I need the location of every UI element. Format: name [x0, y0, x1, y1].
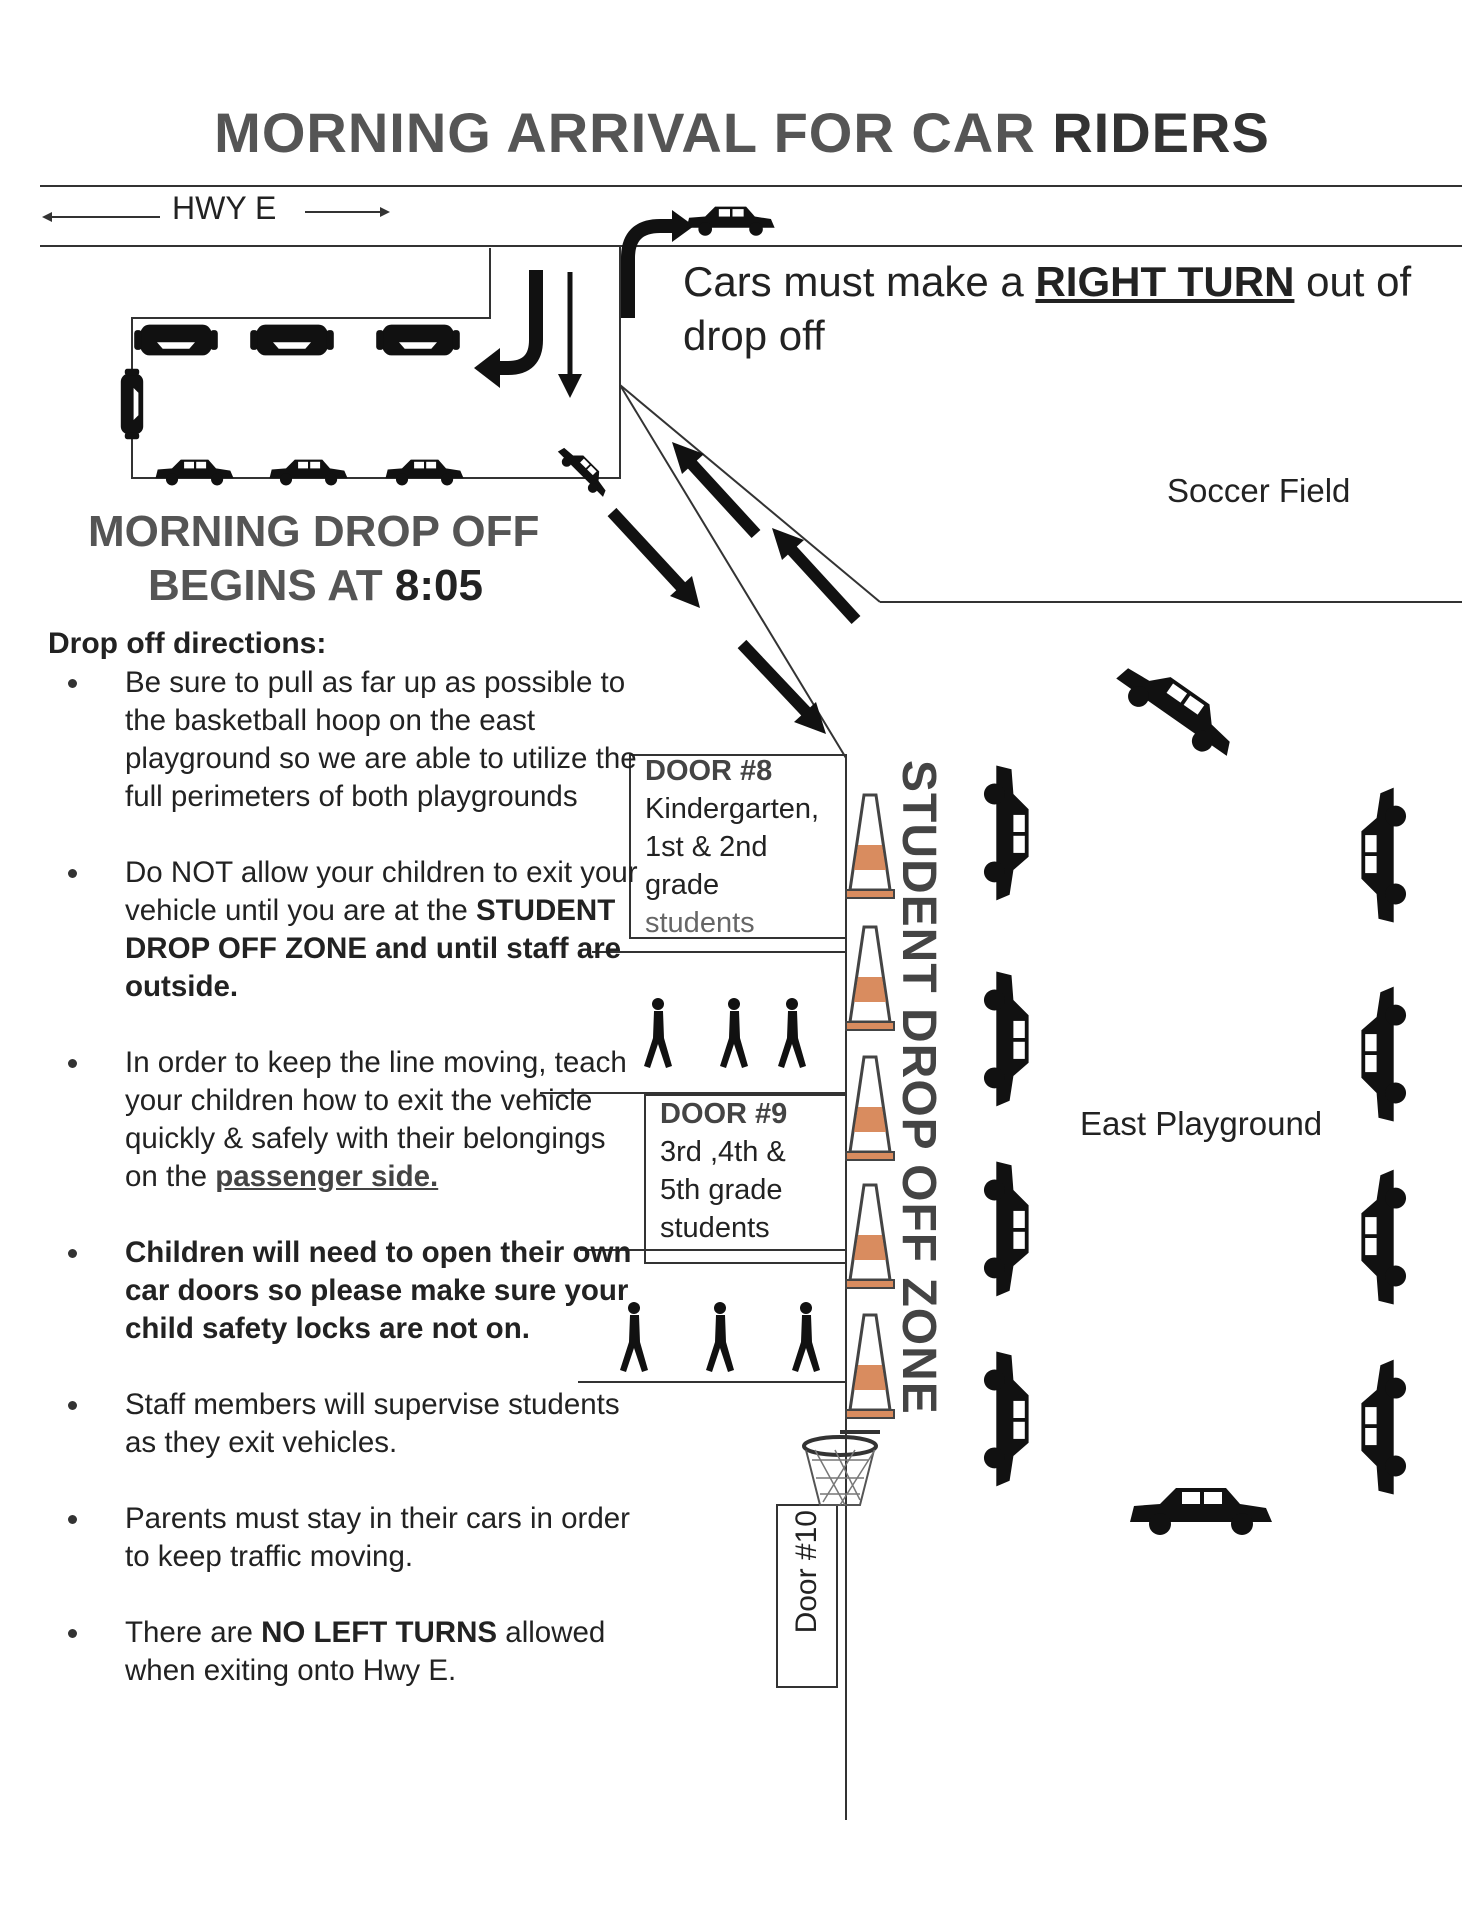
direction-text: Parents must stay in their cars in order…: [125, 1502, 630, 1573]
list-item: Parents must stay in their cars in order…: [60, 1500, 640, 1576]
door-8-line: Kindergarten,: [645, 793, 820, 825]
direction-text: Staff members will supervise students as…: [125, 1388, 620, 1459]
door-8-label: DOOR #8 Kindergarten, 1st & 2nd grade st…: [645, 752, 835, 942]
door-8-line: students: [645, 907, 755, 939]
list-item: Do NOT allow your children to exit your …: [60, 854, 640, 1006]
lane-arrow-out-1: [672, 442, 761, 539]
east-playground-label: East Playground: [1080, 1105, 1323, 1142]
page-title-part1: MORNING ARRIVAL FOR CAR: [214, 101, 1053, 164]
direction-underline: passenger side.: [215, 1160, 439, 1193]
hwy-right-arrow: [305, 207, 390, 217]
direction-bold: STUDENT DROP OFF ZONE and until staff ar…: [125, 894, 622, 1003]
door-10-label: Door #10: [790, 1510, 823, 1634]
right-turn-note: Cars must make a RIGHT TURN out of drop …: [683, 255, 1484, 363]
door-9-label: DOOR #9 3rd ,4th & 5th grade students: [660, 1095, 830, 1247]
right-turn-emphasis: RIGHT TURN: [1035, 258, 1295, 305]
lane-arrow-in-2: [737, 639, 826, 734]
door-8-heading: DOOR #8: [645, 755, 773, 787]
list-item: There are NO LEFT TURNS allowed when exi…: [60, 1614, 640, 1690]
loop-u-turn-arrow: [474, 270, 543, 388]
entry-down-arrow: [558, 272, 582, 398]
page-title-part2: RIDERS: [1052, 101, 1270, 164]
direction-text: In order to keep the line moving, teach …: [125, 1046, 627, 1193]
door-9-heading: DOOR #9: [660, 1098, 788, 1130]
door-9-line: 5th grade: [660, 1174, 783, 1206]
right-turn-suffix: out of drop off: [683, 258, 1412, 359]
list-item: Be sure to pull as far up as possible to…: [60, 664, 640, 816]
right-turn-prefix: Cars must make a: [683, 258, 1036, 305]
dropoff-heading-begins: BEGINS AT: [148, 561, 395, 610]
direction-bold: Children will need to open their own car…: [125, 1236, 632, 1345]
dropoff-heading-line2: BEGINS AT 8:05: [88, 559, 568, 613]
direction-bold: NO LEFT TURNS: [261, 1616, 498, 1649]
list-item: Children will need to open their own car…: [60, 1234, 640, 1348]
lane-arrow-out-2: [772, 528, 861, 625]
door-9-line: 3rd ,4th &: [660, 1136, 786, 1168]
highway-label: HWY E: [172, 190, 277, 226]
dropoff-heading-line1: MORNING DROP OFF: [88, 507, 540, 556]
door-9-line: students: [660, 1212, 770, 1244]
direction-text: allowed when exiting onto Hwy E.: [125, 1616, 606, 1687]
page-title: MORNING ARRIVAL FOR CAR RIDERS: [0, 100, 1484, 165]
directions-list: Be sure to pull as far up as possible to…: [60, 664, 640, 1728]
door-8-line: grade: [645, 869, 720, 901]
basketball-hoop-icon: [802, 1430, 880, 1506]
directions-heading: Drop off directions:: [48, 627, 327, 660]
student-drop-off-zone-label: STUDENT DROP OFF ZONE: [892, 760, 945, 1415]
direction-text: There are: [125, 1616, 262, 1649]
direction-text: Do NOT allow your children to exit your …: [125, 856, 638, 927]
hwy-left-arrow: [42, 212, 160, 222]
door-8-line: 1st & 2nd: [645, 831, 768, 863]
dropoff-heading: MORNING DROP OFF BEGINS AT 8:05: [88, 505, 568, 613]
lane-arrow-in-1: [607, 507, 700, 608]
soccer-field-label: Soccer Field: [1167, 472, 1351, 509]
list-item: In order to keep the line moving, teach …: [60, 1044, 640, 1196]
list-item: Staff members will supervise students as…: [60, 1386, 640, 1462]
exit-right-arrow: [621, 210, 694, 318]
dropoff-heading-time: 8:05: [394, 561, 483, 610]
direction-text: Be sure to pull as far up as possible to…: [125, 666, 637, 813]
